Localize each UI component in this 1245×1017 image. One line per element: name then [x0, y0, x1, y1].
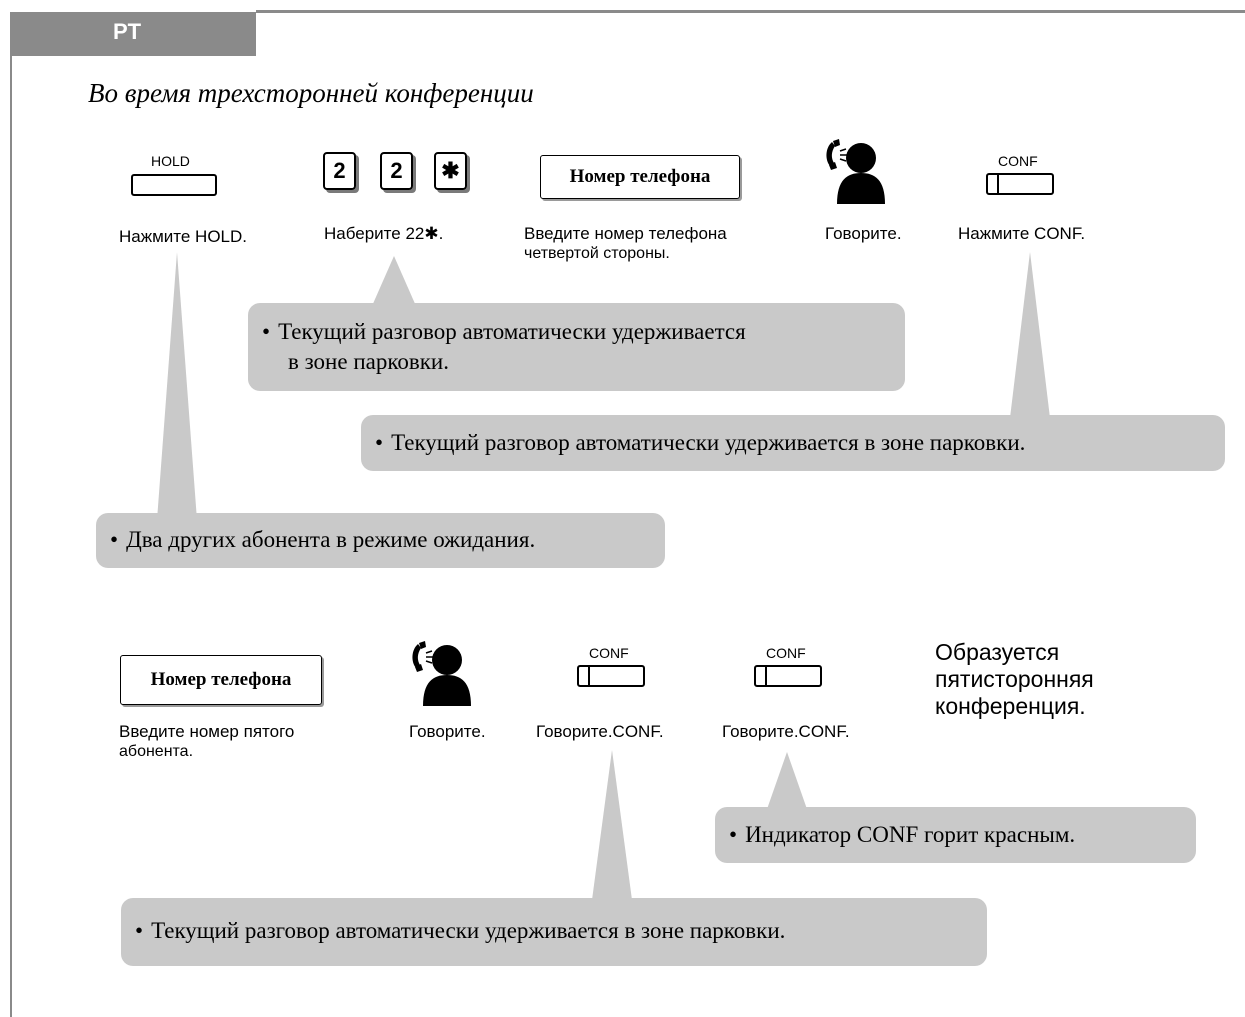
pointer-indicator: [766, 752, 808, 812]
caption-enter-number: Введите номер телефона: [524, 224, 727, 243]
note-hold-text: Два других абонента в режиме ожидания.: [126, 527, 536, 552]
top-rule: [256, 10, 1245, 13]
hold-button: [131, 174, 217, 196]
note-indicator: • Индикатор CONF горит красным.: [715, 807, 1196, 863]
key-2: 2: [380, 152, 413, 190]
conf-button-label: CONF: [766, 645, 806, 661]
note-hold: • Два других абонента в режиме ожидания.: [96, 513, 665, 568]
pointer-conf: [1010, 252, 1050, 418]
caption-conf-1: Говорите.CONF.: [536, 722, 664, 741]
pointer-hold: [157, 252, 197, 520]
note-conf-text: Текущий разговор автоматически удерживае…: [391, 430, 1026, 455]
conf-button: [986, 173, 1054, 195]
conf-button: [754, 665, 822, 687]
bullet: •: [729, 822, 738, 847]
talk-icon: [826, 139, 885, 204]
caption-conf-2: Говорите.CONF.: [722, 722, 850, 741]
bullet: •: [262, 319, 271, 344]
caption-conf: Нажмите CONF.: [958, 224, 1086, 243]
note-dial-line1: Текущий разговор автоматически удерживае…: [278, 319, 746, 344]
conf-button: [577, 665, 645, 687]
caption-dial: Наберите 22✱.: [324, 224, 444, 243]
talk-icon: [412, 641, 471, 706]
caption-enter-number-2: четвертой стороны.: [524, 245, 670, 262]
bullet: •: [135, 918, 144, 943]
note-conf: • Текущий разговор автоматически удержива…: [361, 415, 1225, 471]
caption-hold: Нажмите HOLD.: [119, 227, 248, 246]
phone-number-box: Номер телефона: [120, 655, 322, 705]
left-rule: [10, 56, 12, 1017]
caption-talk: Говорите.: [825, 224, 902, 243]
result-text: Образуется пятисторонняя конференция.: [935, 639, 1094, 719]
section-tab-label: PT: [113, 19, 142, 44]
note-conf-2: • Текущий разговор автоматически удержива…: [121, 898, 987, 966]
caption-enter-fifth: Введите номер пятого: [119, 722, 295, 741]
bullet: •: [110, 527, 119, 552]
hold-button-label: HOLD: [151, 153, 190, 169]
note-dial-line2: в зоне парковки.: [288, 349, 449, 374]
key-star: ✱: [434, 152, 467, 190]
note-dial: • Текущий разговор автоматически удержива…: [248, 303, 905, 391]
pointer-dial: [372, 256, 416, 306]
key-2: 2: [323, 152, 356, 190]
bullet: •: [375, 430, 384, 455]
conf-button-label: CONF: [589, 645, 629, 661]
caption-enter-fifth-2: абонента.: [119, 743, 194, 760]
note-conf-2-text: Текущий разговор автоматически удерживае…: [151, 918, 786, 943]
caption-talk-2: Говорите.: [409, 722, 486, 741]
conf-button-label: CONF: [998, 153, 1038, 169]
note-indicator-text: Индикатор CONF горит красным.: [745, 822, 1076, 847]
phone-number-box: Номер телефона: [540, 155, 740, 199]
pointer-conf-2: [592, 750, 632, 900]
page-title: Во время трехсторонней конференции: [88, 78, 534, 108]
section-tab: [10, 12, 256, 56]
